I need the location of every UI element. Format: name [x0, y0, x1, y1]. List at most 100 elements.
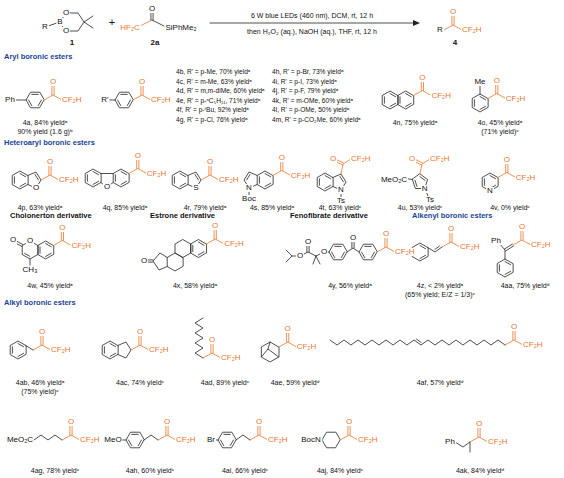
bond: [192, 245, 193, 251]
bond: [38, 241, 54, 259]
bond: [377, 247, 395, 252]
bond: [322, 432, 340, 448]
bond: [144, 435, 158, 440]
bond: [12, 347, 13, 353]
bond: [317, 173, 333, 191]
bond: [104, 347, 105, 353]
atom-label: MeO: [103, 436, 122, 444]
bond: [121, 172, 127, 175]
bond: [143, 86, 144, 95]
bond: [309, 245, 310, 252]
bond: [335, 246, 341, 247]
bond: [84, 16, 93, 28]
bond: [350, 426, 351, 435]
group-label: CF₂H: [430, 92, 452, 100]
bond: [371, 252, 374, 258]
bond: [195, 318, 203, 358]
bond: [390, 94, 396, 97]
atom-label: O: [510, 323, 518, 331]
bond: [288, 333, 289, 342]
bond: [191, 240, 207, 258]
bond: [53, 241, 71, 246]
bond: [387, 238, 388, 247]
atom-label: O: [206, 158, 214, 166]
bond: [61, 231, 62, 240]
bond: [172, 171, 188, 189]
bond: [480, 106, 486, 109]
bond: [30, 435, 62, 440]
atom-label: O: [103, 183, 111, 191]
bond: [420, 246, 426, 249]
bond: [268, 342, 270, 349]
atom-label: R': [100, 96, 109, 104]
bond: [250, 435, 268, 440]
atom-label: O: [9, 236, 17, 244]
yield-caption: 4d, R' = m,m-diMe, 60% yieldᵃ: [176, 88, 265, 95]
group-label: CF₂H: [461, 26, 483, 34]
atom-label: Me: [473, 78, 486, 86]
bond: [515, 331, 516, 340]
bond: [218, 432, 236, 448]
bond: [195, 174, 198, 179]
atom-label: R: [41, 23, 49, 31]
group-label: CF₂H: [459, 243, 481, 251]
group-label: CF₂H: [350, 155, 372, 163]
group-label: CF₂H: [515, 174, 537, 182]
bond: [520, 231, 521, 240]
bond: [14, 177, 15, 183]
bond: [126, 432, 144, 448]
atom-label: O: [134, 152, 142, 160]
bond: [316, 256, 320, 264]
yield-caption: 4ai, 66% yieldᶜ: [222, 467, 268, 474]
bond: [101, 173, 113, 174]
bond: [474, 100, 475, 106]
bond: [341, 252, 344, 258]
atom-label: O: [418, 74, 426, 82]
group-label: CF₂H: [267, 436, 289, 444]
yield-caption: 4ak, 84% yieldᵈ: [456, 467, 504, 474]
bond: [257, 171, 273, 189]
bond: [340, 176, 343, 181]
section-header: Heteroaryl boronic esters: [4, 139, 95, 147]
bond: [33, 345, 51, 350]
bond: [62, 435, 80, 440]
bond: [115, 175, 116, 181]
group-label: CF₂H: [296, 343, 318, 351]
bond: [224, 434, 230, 435]
bond: [121, 181, 127, 184]
bond: [110, 353, 116, 356]
section-header: Aryl boronic esters: [4, 53, 72, 61]
yield-caption: 4t, 63% yieldᶜ: [319, 204, 362, 211]
yield-caption: 4s, 85% yieldᵃ: [250, 204, 294, 211]
atom-label: O: [284, 325, 292, 333]
bond: [214, 230, 215, 239]
bond: [455, 442, 470, 447]
yield-caption: 4ag, 78% yieldᶜ: [31, 467, 79, 474]
yield-caption: 4ae, 59% yieldᵈ: [271, 379, 320, 386]
yield-caption: 4l, R' = p-OMe, 50% yieldᵃ: [272, 107, 349, 114]
group-label: CF₂H: [290, 172, 312, 180]
bond: [260, 426, 261, 435]
bond: [208, 166, 209, 175]
bond: [20, 183, 26, 186]
bond: [280, 161, 281, 170]
bond: [452, 233, 453, 242]
bond: [477, 428, 478, 437]
bond: [329, 244, 347, 260]
group-label: CF₂H: [530, 241, 552, 249]
bond: [325, 176, 331, 179]
atom-label: O: [408, 155, 416, 163]
bond: [406, 94, 412, 97]
bond: [413, 91, 431, 96]
bond: [206, 239, 224, 244]
yield-caption: 4f, R' = p-ᵗBu, 92% yieldᵃ: [176, 107, 249, 114]
yield-caption: (75% yield)ᶜ: [21, 388, 59, 395]
yield-caption: 4j, R' = p-F, 79% yieldᵃ: [272, 88, 338, 95]
bond: [347, 426, 348, 435]
section-header: Cholonerton derivative: [10, 212, 92, 220]
bond: [175, 240, 191, 258]
bond: [451, 16, 452, 25]
bond: [211, 166, 212, 175]
